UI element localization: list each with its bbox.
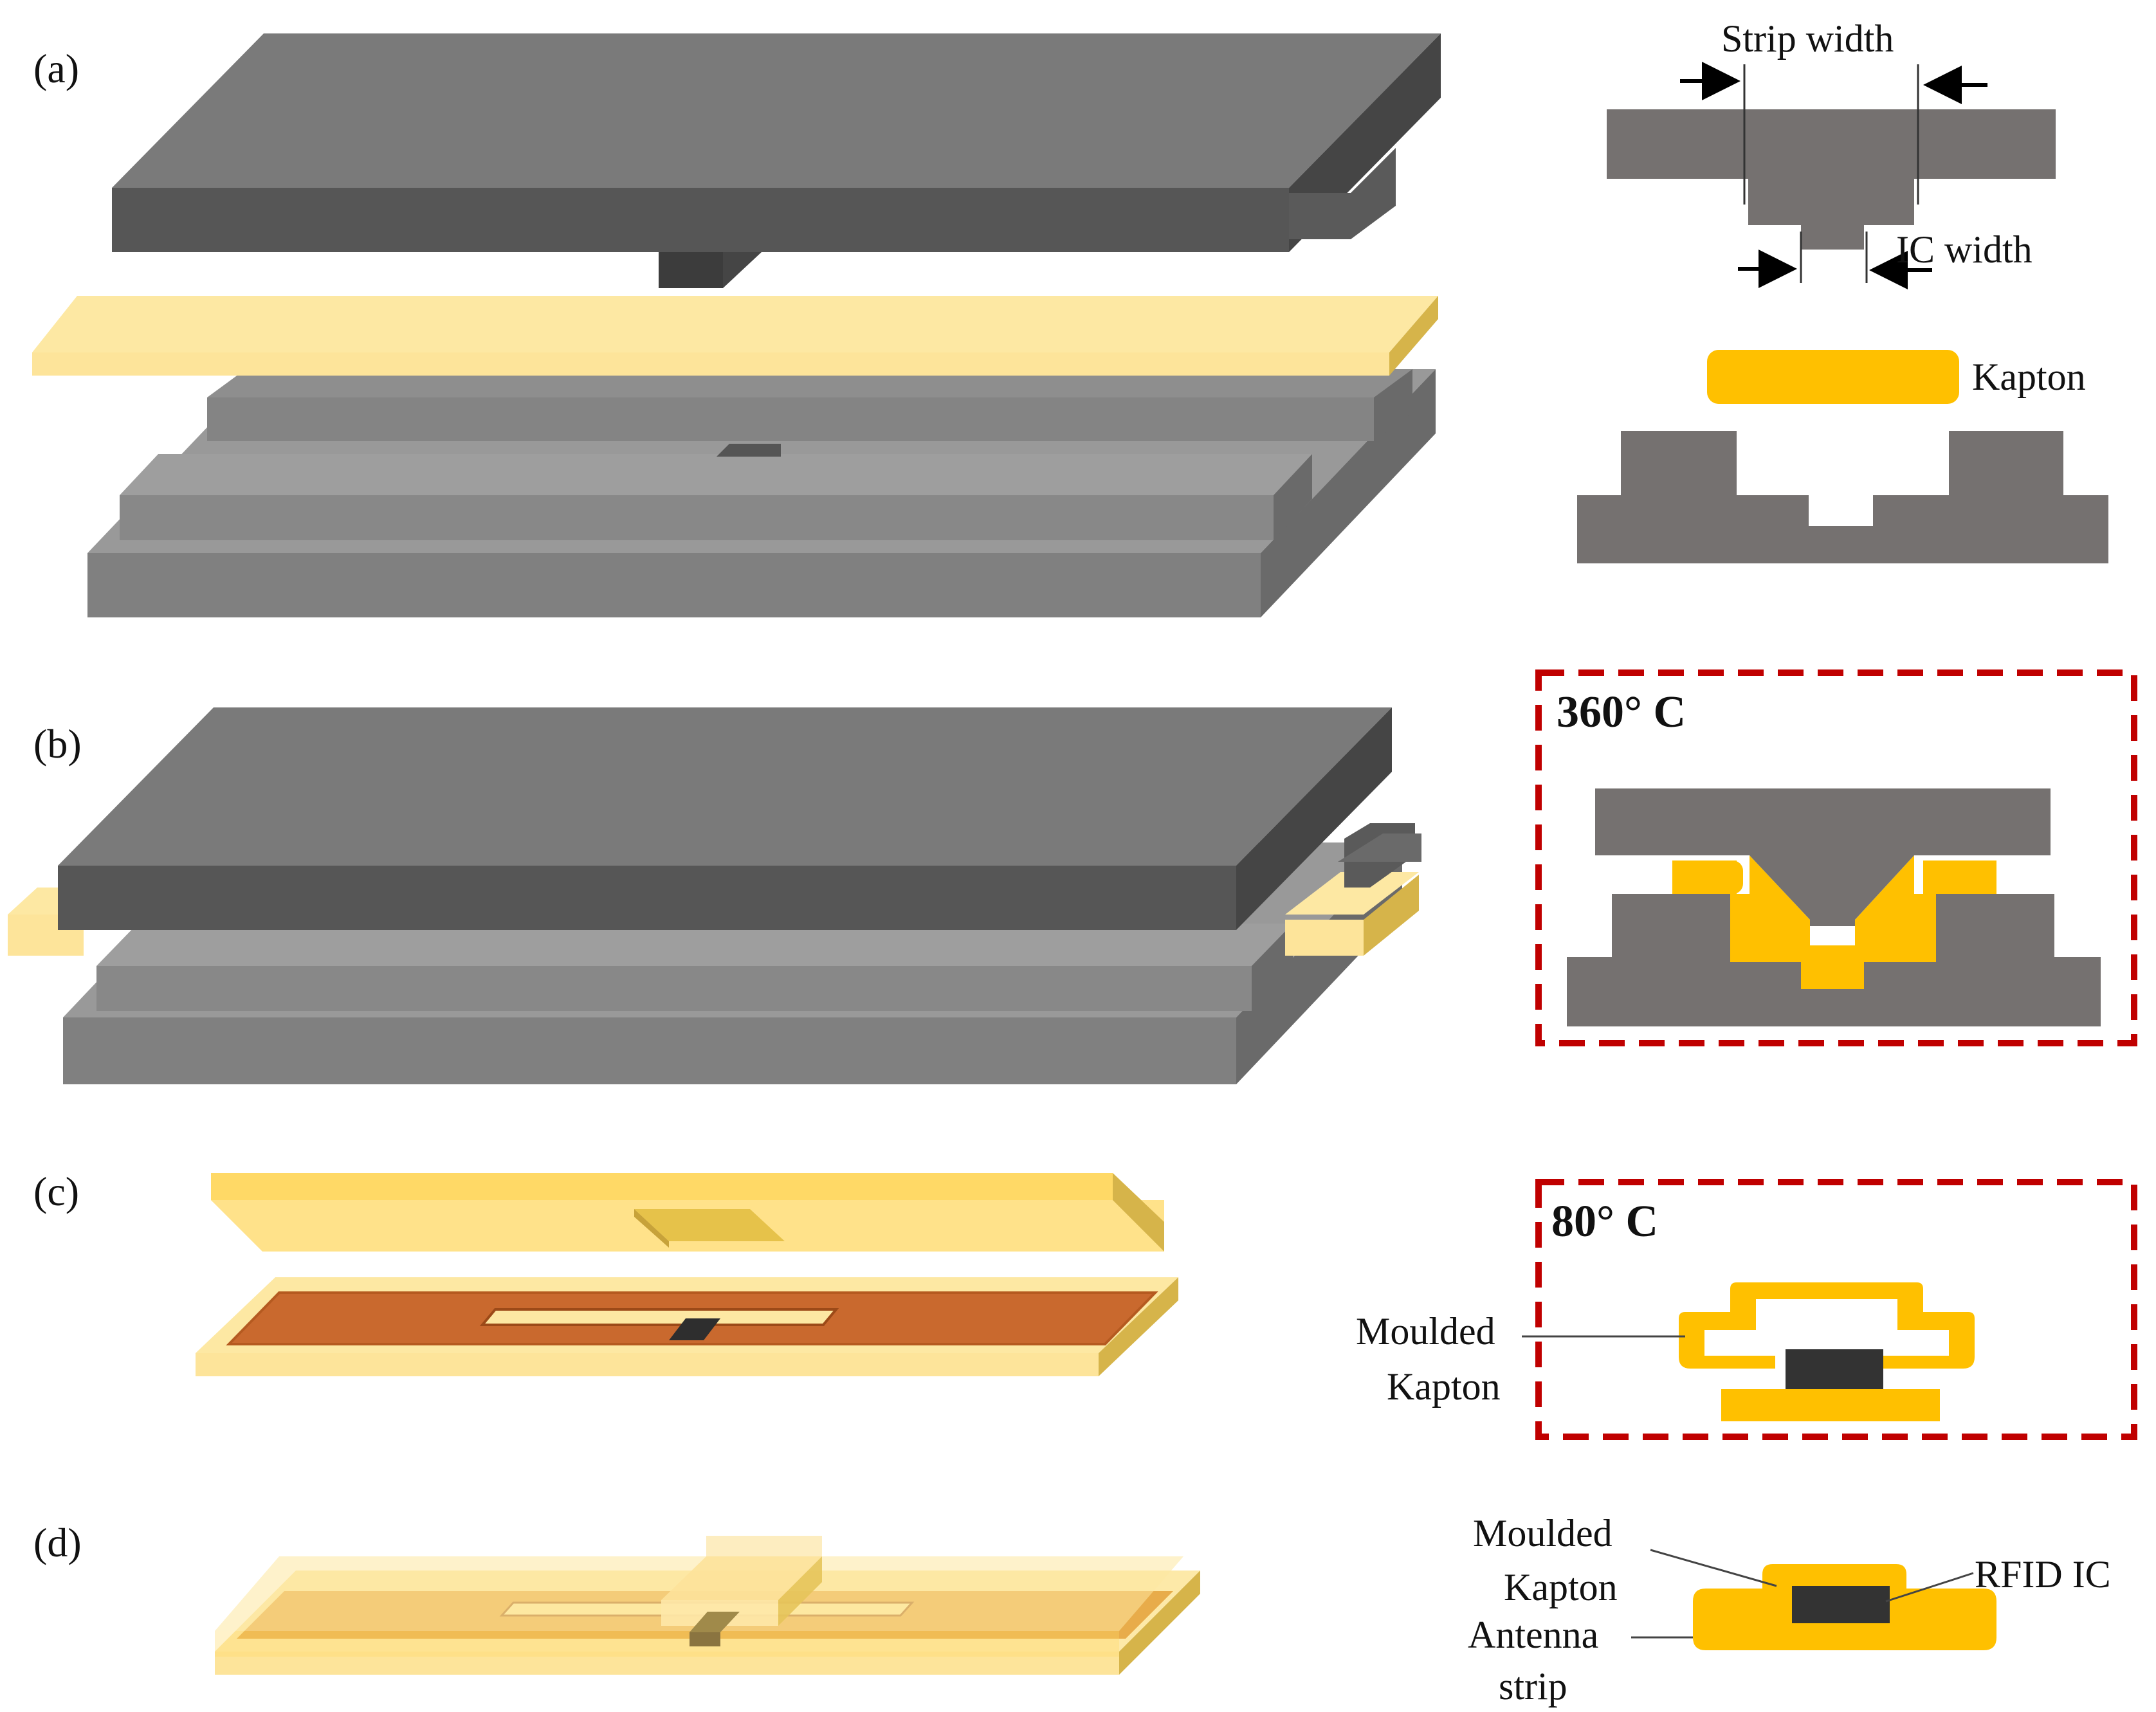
assembled-tag-3d <box>215 1536 1200 1675</box>
top-mould-3d <box>112 33 1441 288</box>
bottom-mould-3d <box>87 369 1436 617</box>
rfid-ic-section <box>1786 1349 1883 1389</box>
ic-width-label: IC width <box>1896 228 2033 271</box>
panel-a: (a) <box>32 17 2108 617</box>
final-moulded-label-line1: Moulded <box>1473 1512 1612 1554</box>
final-moulded-leader <box>1650 1549 1777 1587</box>
final-rfid-label: RFID IC <box>1975 1553 2111 1596</box>
closed-mould-cross-section <box>1567 788 2101 1026</box>
temperature-360-box <box>1535 669 2137 1046</box>
final-rfid-ic <box>1792 1586 1890 1623</box>
temperature-360-label: 360° C <box>1557 688 1686 737</box>
final-tag-cross-section <box>1631 1549 1996 1650</box>
moulded-kapton-label-line1: Moulded <box>1356 1310 1495 1352</box>
panel-b-label: (b) <box>33 721 82 767</box>
temperature-80-box <box>1535 1179 2137 1440</box>
strip-width-label: Strip width <box>1721 17 1894 60</box>
panel-c: (c) 80° C <box>33 1169 2137 1440</box>
antenna-substrate-3d <box>196 1277 1178 1376</box>
panel-c-label: (c) <box>33 1169 79 1214</box>
moulded-kapton-shape <box>1679 1282 1975 1369</box>
top-mould-closed-3d <box>58 707 1421 930</box>
final-antenna-label-line1: Antenna <box>1468 1614 1598 1656</box>
final-antenna-label-line2: strip <box>1499 1665 1567 1707</box>
temperature-80-label: 80° C <box>1551 1197 1658 1246</box>
final-rfid-leader <box>1885 1572 1974 1603</box>
panel-b: (b) 360° C <box>8 669 2137 1084</box>
kapton-sheet-3d <box>32 296 1438 376</box>
kapton-label: Kapton <box>1972 356 2086 398</box>
panel-a-label: (a) <box>33 46 79 91</box>
moulded-kapton-label-line2: Kapton <box>1387 1365 1501 1408</box>
antenna-strip-section <box>1721 1389 1940 1421</box>
kapton-section <box>1707 350 1959 404</box>
panel-d: (d) Moulded <box>33 1512 2111 1707</box>
final-moulded-label-line2: Kapton <box>1504 1566 1618 1608</box>
moulded-kapton-cover-3d <box>211 1173 1164 1252</box>
panel-d-label: (d) <box>33 1520 82 1565</box>
top-mould-cross-section: Strip width IC width <box>1607 17 2056 289</box>
kapton-bottom-mould-cross-section: Kapton <box>1577 350 2108 563</box>
moulded-kapton-cross-section <box>1522 1282 1975 1421</box>
